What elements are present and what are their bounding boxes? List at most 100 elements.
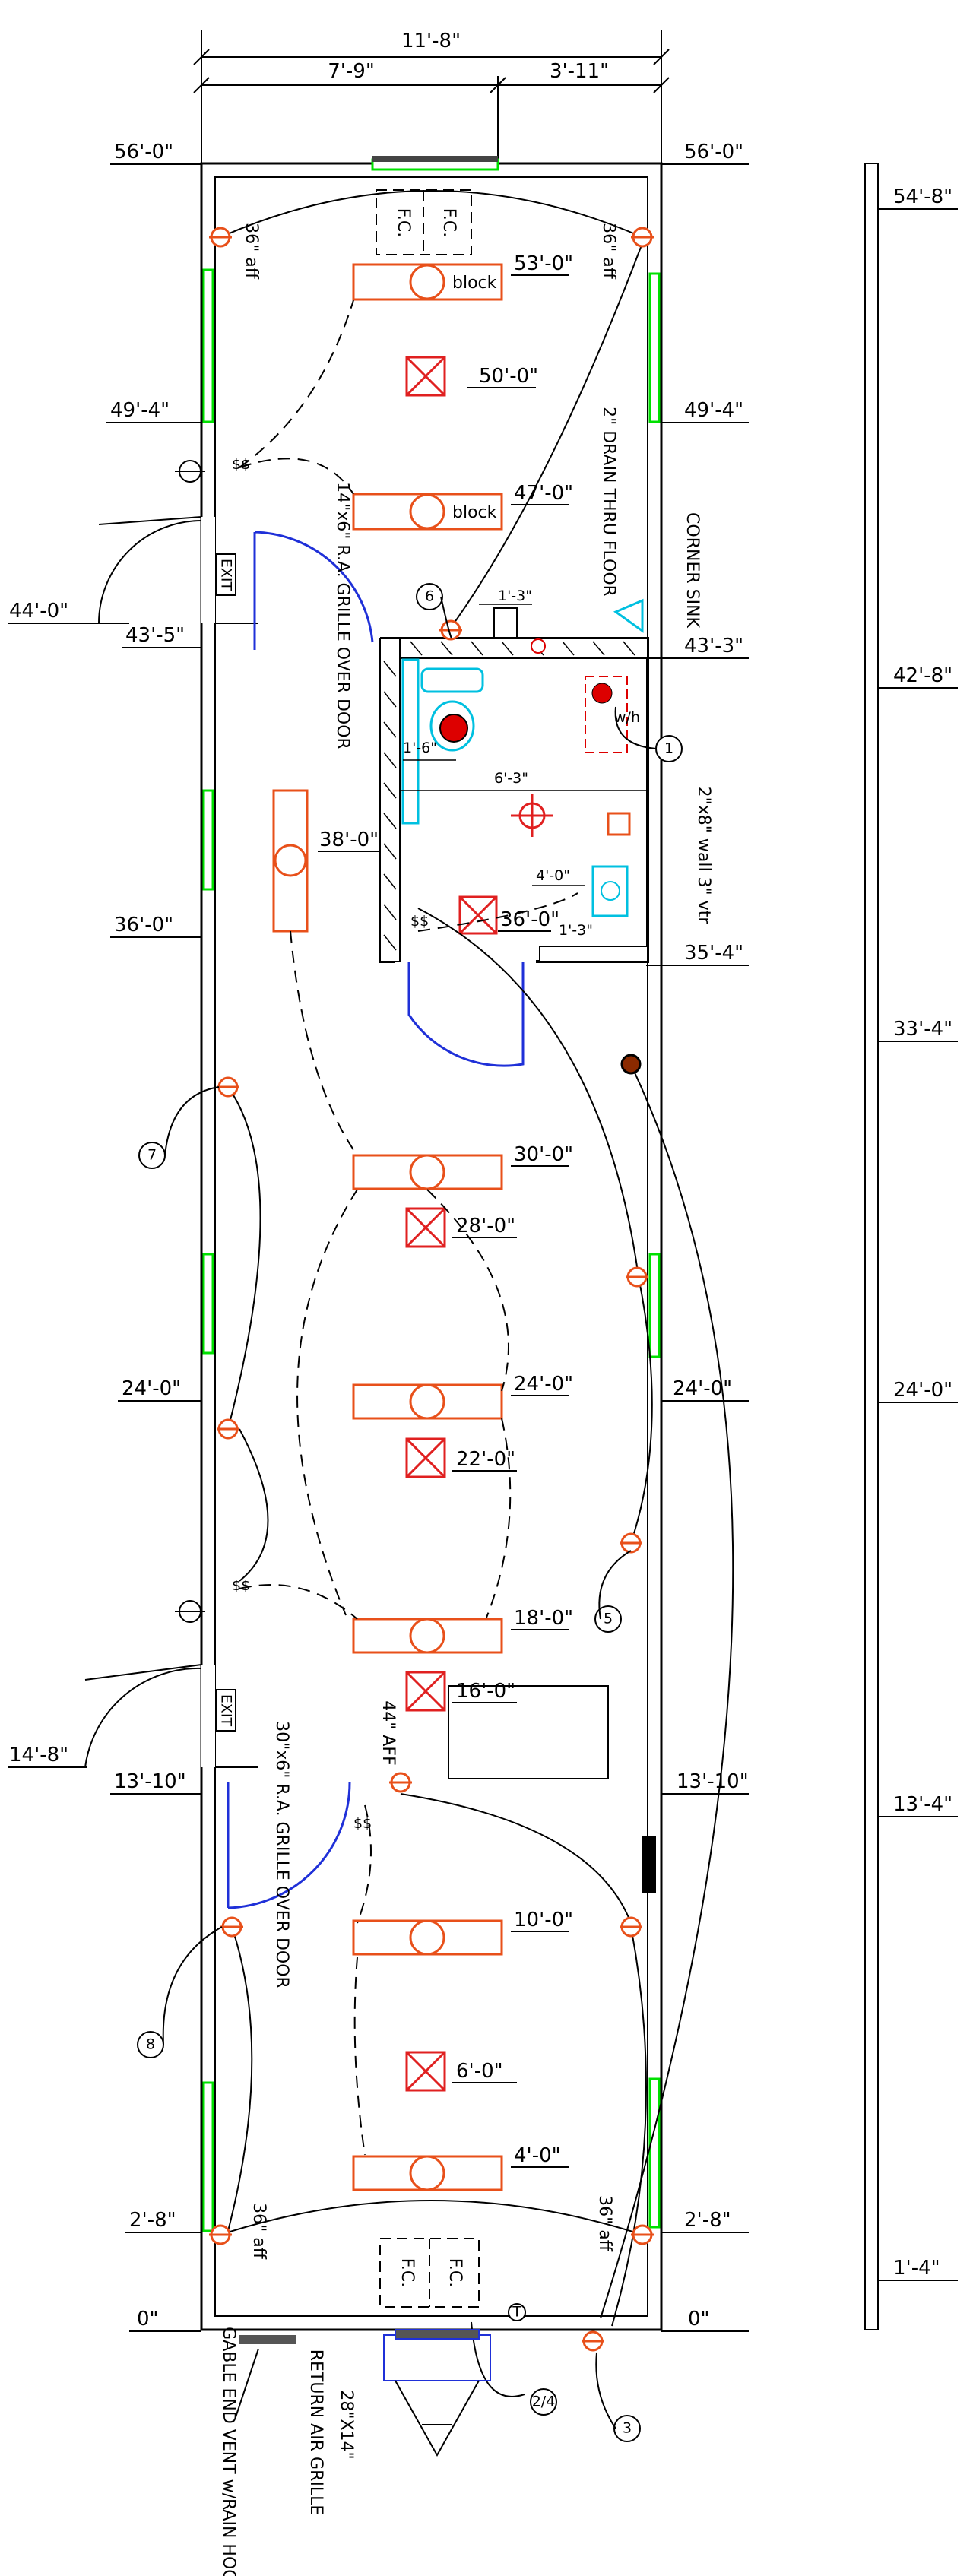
return-air-size: 28"X14" — [337, 2390, 356, 2459]
fixture-mark-4: 4'-0" — [514, 2144, 561, 2167]
fixture-mark-18: 18'-0" — [514, 1607, 573, 1630]
switch-label-4: $$ — [353, 1815, 372, 1832]
fixture-mark-22: 22'-0" — [456, 1448, 515, 1471]
column-mark-1: 1'-4" — [893, 2257, 940, 2280]
elev-13-left: 13'-10" — [114, 1770, 186, 1793]
fixture-mark-6: 6'-0" — [456, 2060, 503, 2083]
column-line — [864, 163, 958, 2330]
fixture-mark-53: 53'-0" — [514, 252, 573, 275]
overall-width-dim: 11'-8" — [401, 30, 461, 52]
grille-note-top: 14"x6" R.A. GRILLE OVER DOOR — [333, 482, 352, 749]
circuit-1: 1 — [664, 740, 673, 757]
electrical-panel-area — [448, 1685, 609, 1779]
circuit-7: 7 — [147, 1147, 157, 1164]
fixture-mark-36: 36'-0" — [500, 908, 559, 931]
fan-coil-label-1: F.C. — [394, 208, 413, 237]
grille-note-bottom: 30"x6" R.A. GRILLE OVER DOOR — [272, 1721, 291, 1988]
drain-note: 2" DRAIN THRU FLOOR — [599, 407, 618, 597]
switch-label-2: $$ — [232, 1577, 250, 1594]
elev-2-left: 2'-8" — [129, 2209, 176, 2232]
electrical-panel — [642, 1836, 656, 1893]
bath-dim-1-6: 1'-6" — [403, 740, 437, 756]
circuit-2-4: 2/4 — [532, 2394, 556, 2410]
fan-coil-label-2: F.C. — [439, 208, 458, 237]
bath-dim-lines — [399, 604, 648, 886]
emergency-fixtures — [405, 356, 553, 2092]
water-heater-label: w/h — [614, 709, 640, 726]
top-dimensions — [193, 30, 670, 163]
vtr-note: 2"x8" wall 3" vtr — [694, 787, 713, 925]
circuit-3: 3 — [623, 2420, 632, 2437]
bath-dim-1-3b: 1'-3" — [559, 922, 593, 939]
left-elevation-leaders — [8, 163, 201, 2332]
switch-label-3: $$ — [410, 913, 429, 930]
switch-label-1: $$ — [232, 456, 250, 473]
circuit-8: 8 — [146, 2036, 155, 2053]
column-mark-42: 42'-8" — [893, 664, 952, 687]
column-mark-54: 54'-8" — [893, 185, 952, 208]
fixture-mark-24: 24'-0" — [514, 1373, 573, 1396]
fan-coil-label-3: F.C. — [398, 2258, 417, 2287]
interior-doors — [227, 531, 525, 1909]
block-label-bottom: block — [452, 503, 497, 522]
restroom — [379, 598, 649, 963]
elev-44-left: 44'-0" — [9, 600, 68, 623]
receptacles — [209, 227, 654, 2352]
return-air-note: RETURN AIR GRILLE — [306, 2349, 325, 2516]
width-right-dim: 3'-11" — [550, 60, 609, 83]
top-roof-vent — [371, 156, 499, 171]
elev-56-left: 56'-0" — [114, 141, 173, 163]
exterior-doors — [84, 516, 258, 1768]
switches — [175, 460, 205, 1623]
fan-coil-label-4: F.C. — [445, 2258, 464, 2287]
circuit-5: 5 — [604, 1611, 613, 1627]
elev-49-right: 49'-4" — [684, 399, 743, 422]
elev-49-left: 49'-4" — [110, 399, 170, 422]
column-mark-33: 33'-4" — [893, 1018, 952, 1041]
exit-signs: EXIT EXIT — [215, 553, 236, 1732]
block-label-top: block — [452, 274, 497, 293]
elev-43-right: 43'-3" — [684, 635, 743, 657]
bath-dim-4-0: 4'-0" — [536, 867, 570, 884]
fan-coils — [376, 189, 480, 2308]
bath-dim-6-3: 6'-3" — [494, 770, 528, 787]
width-left-dim: 7'-9" — [328, 60, 375, 83]
elev-36-left: 36'-0" — [114, 914, 173, 936]
elev-56-right: 56'-0" — [684, 141, 743, 163]
aff-label-4: 36" aff — [595, 2195, 614, 2252]
elev-0-right: 0" — [688, 2308, 710, 2330]
bath-dim-1-3: 1'-3" — [498, 588, 532, 604]
circuit-6: 6 — [425, 588, 434, 605]
elev-43-left: 43'-5" — [125, 624, 185, 647]
gable-vent-note: GABLE END VENT w/RAIN HOOD (TYP) — [219, 2327, 238, 2576]
fixture-mark-10: 10'-0" — [514, 1909, 573, 1931]
plumbing-fixtures — [420, 638, 629, 917]
light-fixtures — [272, 263, 503, 2191]
return-air-grille — [383, 2329, 491, 2381]
fixture-mark-16: 16'-0" — [456, 1680, 515, 1703]
column-mark-24: 24'-0" — [893, 1379, 952, 1402]
fixture-mark-50: 50'-0" — [479, 365, 538, 388]
gable-vent-leader — [235, 2348, 259, 2418]
aff-label-44: 44" AFF — [379, 1700, 398, 1765]
fixture-mark-30: 30'-0" — [514, 1143, 573, 1166]
thermostat-tag: T — [512, 2304, 521, 2321]
elev-2-right: 2'-8" — [684, 2209, 731, 2232]
exit-sign-top: EXIT — [218, 559, 235, 591]
fixture-mark-28: 28'-0" — [456, 1215, 515, 1237]
gable-end-vent — [239, 2335, 296, 2344]
elev-13-right: 13'-10" — [677, 1770, 749, 1793]
fixture-mark-38: 38'-0" — [319, 829, 379, 851]
windows — [202, 268, 661, 2232]
circuit-leaders — [162, 596, 657, 2429]
aff-label-3: 36" aff — [249, 2203, 268, 2260]
column-mark-13: 13'-4" — [893, 1793, 952, 1816]
elev-14-left: 14'-8" — [9, 1744, 68, 1766]
elev-0-left: 0" — [137, 2308, 159, 2330]
elev-35-right: 35'-4" — [684, 942, 743, 965]
aff-label-2: 36" aff — [599, 223, 618, 280]
return-air-duct — [395, 2380, 480, 2457]
exit-sign-bottom: EXIT — [218, 1694, 235, 1727]
